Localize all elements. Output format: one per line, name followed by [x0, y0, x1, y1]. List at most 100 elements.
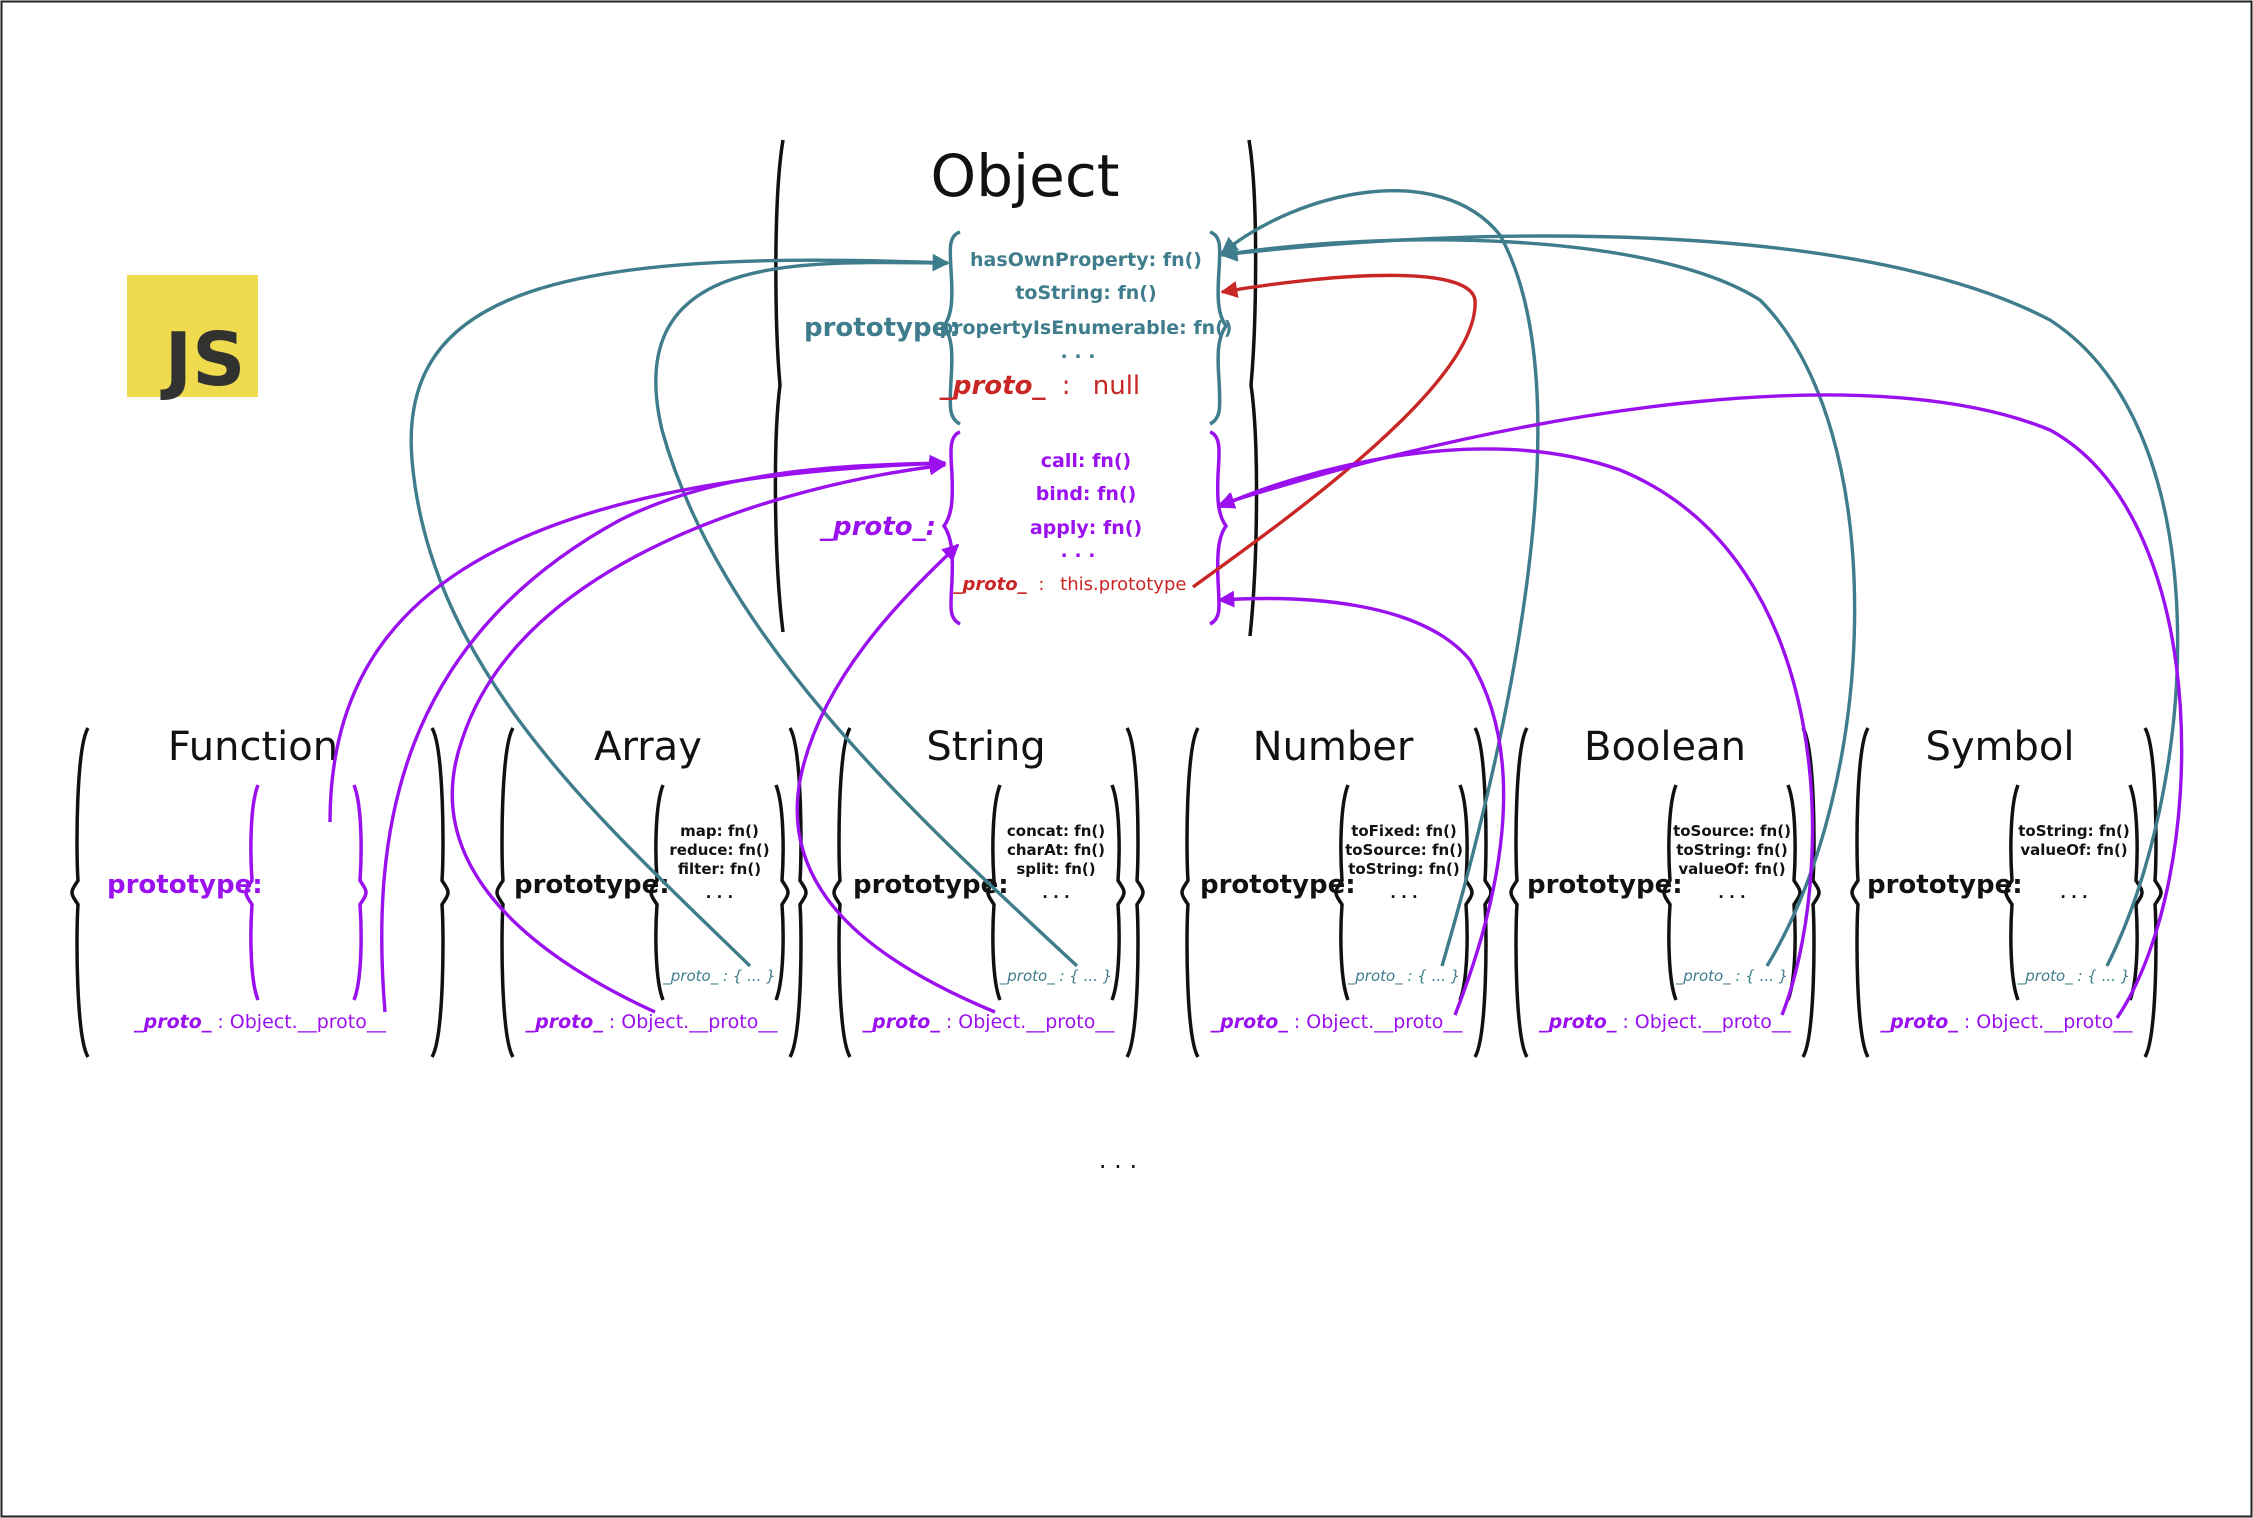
constructor-prototype-label: prototype: [1527, 870, 1683, 900]
object-proto-proto-key: _proto_ [953, 574, 1028, 595]
constructor-method: toFixed: fn() [1351, 822, 1457, 840]
constructor-prototype-brace-left [1662, 784, 1678, 1001]
object-prototype-label: prototype: [804, 313, 960, 343]
constructor-title: Number [1253, 724, 1414, 770]
constructor-title: Symbol [1925, 724, 2074, 770]
object-title: Object [931, 142, 1120, 210]
constructor-proto: _proto_: Object.__proto__ [1538, 1011, 1791, 1033]
arrow-purple-function-proto [380, 454, 947, 1013]
constructor-proto-key: _proto_ [1538, 1011, 1617, 1033]
constructor-outer-brace-left [1180, 727, 1200, 1058]
object-proto-proto-sep: : [1038, 574, 1044, 595]
constructor-ellipsis: . . . [1718, 884, 1746, 902]
js-logo-background [127, 275, 258, 397]
constructor-method: toString: fn() [2018, 822, 2130, 840]
arrow-purple-string-proto [795, 543, 996, 1014]
constructor-method: valueOf: fn() [2020, 841, 2127, 859]
object-prototype-method: toString: fn() [1015, 282, 1156, 304]
constructor-proto-key: _proto_ [525, 1011, 604, 1033]
constructor-prototype-brace-right [1110, 784, 1126, 1001]
object-proto-method: bind: fn() [1036, 483, 1137, 505]
arrow-teal-symbol-prototype [1220, 234, 2180, 967]
object-proto-brace-right [1209, 430, 1229, 626]
constructor-proto-key: _proto_ [862, 1011, 941, 1033]
constructor-method: toString: fn() [1676, 841, 1788, 859]
constructor-title: String [926, 724, 1045, 770]
constructor-outer-brace-left [495, 727, 515, 1058]
constructor-proto: _proto_: Object.__proto__ [1880, 1011, 2133, 1033]
more-ellipsis: . . . [1099, 1146, 1137, 1174]
object-proto-ellipsis: . . . [1061, 540, 1096, 562]
constructor-outer-brace-right [2143, 727, 2163, 1058]
constructor-title: Function [168, 724, 338, 770]
arrows [328, 189, 2184, 1019]
arrow-teal-string-prototype [654, 254, 1079, 968]
constructor-proto: _proto_: Object.__proto__ [862, 1011, 1115, 1033]
constructor-proto-value: : Object.__proto__ [1964, 1011, 2133, 1033]
object-outer-brace-right [1247, 139, 1259, 637]
constructor-method: valueOf: fn() [1678, 860, 1785, 878]
object-proto-brace-left [941, 430, 961, 626]
constructor-method: filter: fn() [678, 860, 761, 878]
constructor-outer-brace-right [1473, 727, 1493, 1058]
constructor-proto-key: _proto_ [1880, 1011, 1959, 1033]
constructor-prototype-brace-right [1786, 784, 1802, 1001]
constructor-outer-brace-right [430, 727, 450, 1058]
constructor-prototype-brace-right [774, 784, 790, 1001]
arrow-teal-array-prototype [409, 253, 950, 968]
object-proto-method: call: fn() [1041, 450, 1131, 472]
constructor-prototype-label: prototype: [514, 870, 670, 900]
object-prototype-proto-key: _proto_ [939, 371, 1047, 401]
constructor-method: toSource: fn() [1673, 822, 1791, 840]
constructor-prototype-label: prototype: [1867, 870, 2023, 900]
constructor-proto-value: : Object.__proto__ [1622, 1011, 1791, 1033]
constructor-ellipsis: . . . [1042, 884, 1070, 902]
constructor-method: split: fn() [1016, 860, 1095, 878]
constructor-method: toString: fn() [1348, 860, 1460, 878]
constructor-inner-proto: _proto_ : { ... } [1675, 967, 1788, 986]
object-prototype-method: propertyIsEnumerable: fn() [939, 317, 1232, 339]
constructor-prototype-brace-left [244, 784, 260, 1001]
constructor-ellipsis: . . . [706, 884, 734, 902]
constructor-prototype-brace-left [649, 784, 665, 1001]
object-prototype-method: hasOwnProperty: fn() [970, 249, 1202, 271]
constructor-prototype-brace-right [1458, 784, 1474, 1001]
constructor-prototype-brace-right [2128, 784, 2144, 1001]
constructor-method: map: fn() [680, 822, 759, 840]
constructor-proto: _proto_: Object.__proto__ [1210, 1011, 1463, 1033]
constructor-outer-brace-right [1125, 727, 1145, 1058]
constructor-outer-brace-right [788, 727, 808, 1058]
js-logo-text: JS [160, 317, 246, 403]
constructor-ellipsis: . . . [1390, 884, 1418, 902]
constructor-outer-brace-left [1850, 727, 1870, 1058]
constructor-inner-proto: _proto_ : { ... } [999, 967, 1112, 986]
constructor-inner-proto: _proto_ : { ... } [2017, 967, 2130, 986]
arrow-purple-symbol-proto [1217, 393, 2184, 1019]
constructor-prototype-brace-right [352, 784, 368, 1001]
arrow-purple-array-proto [450, 458, 947, 1014]
constructor-proto-value: : Object.__proto__ [1294, 1011, 1463, 1033]
arrow-red-proto-to-prototype [1192, 273, 1477, 589]
constructor-proto-value: : Object.__proto__ [946, 1011, 1115, 1033]
constructor-prototype-brace-left [986, 784, 1002, 1001]
constructor-outer-brace-left [832, 727, 852, 1058]
constructor-prototype-brace-left [1334, 784, 1350, 1001]
constructor-outer-brace-left [70, 727, 90, 1058]
object-prototype-brace-right [1209, 230, 1229, 426]
constructor-proto: _proto_: Object.__proto__ [133, 1011, 386, 1033]
object-outer-brace-left [773, 139, 785, 633]
object-prototype-proto-value: null [1093, 371, 1140, 401]
js-logo: JS [127, 275, 258, 403]
constructor-ellipsis: . . . [2060, 884, 2088, 902]
constructor-proto-value: : Object.__proto__ [217, 1011, 386, 1033]
constructor-proto-key: _proto_ [1210, 1011, 1289, 1033]
constructor-prototype-label: prototype: [107, 870, 263, 900]
constructor-outer-brace-left [1509, 727, 1529, 1058]
